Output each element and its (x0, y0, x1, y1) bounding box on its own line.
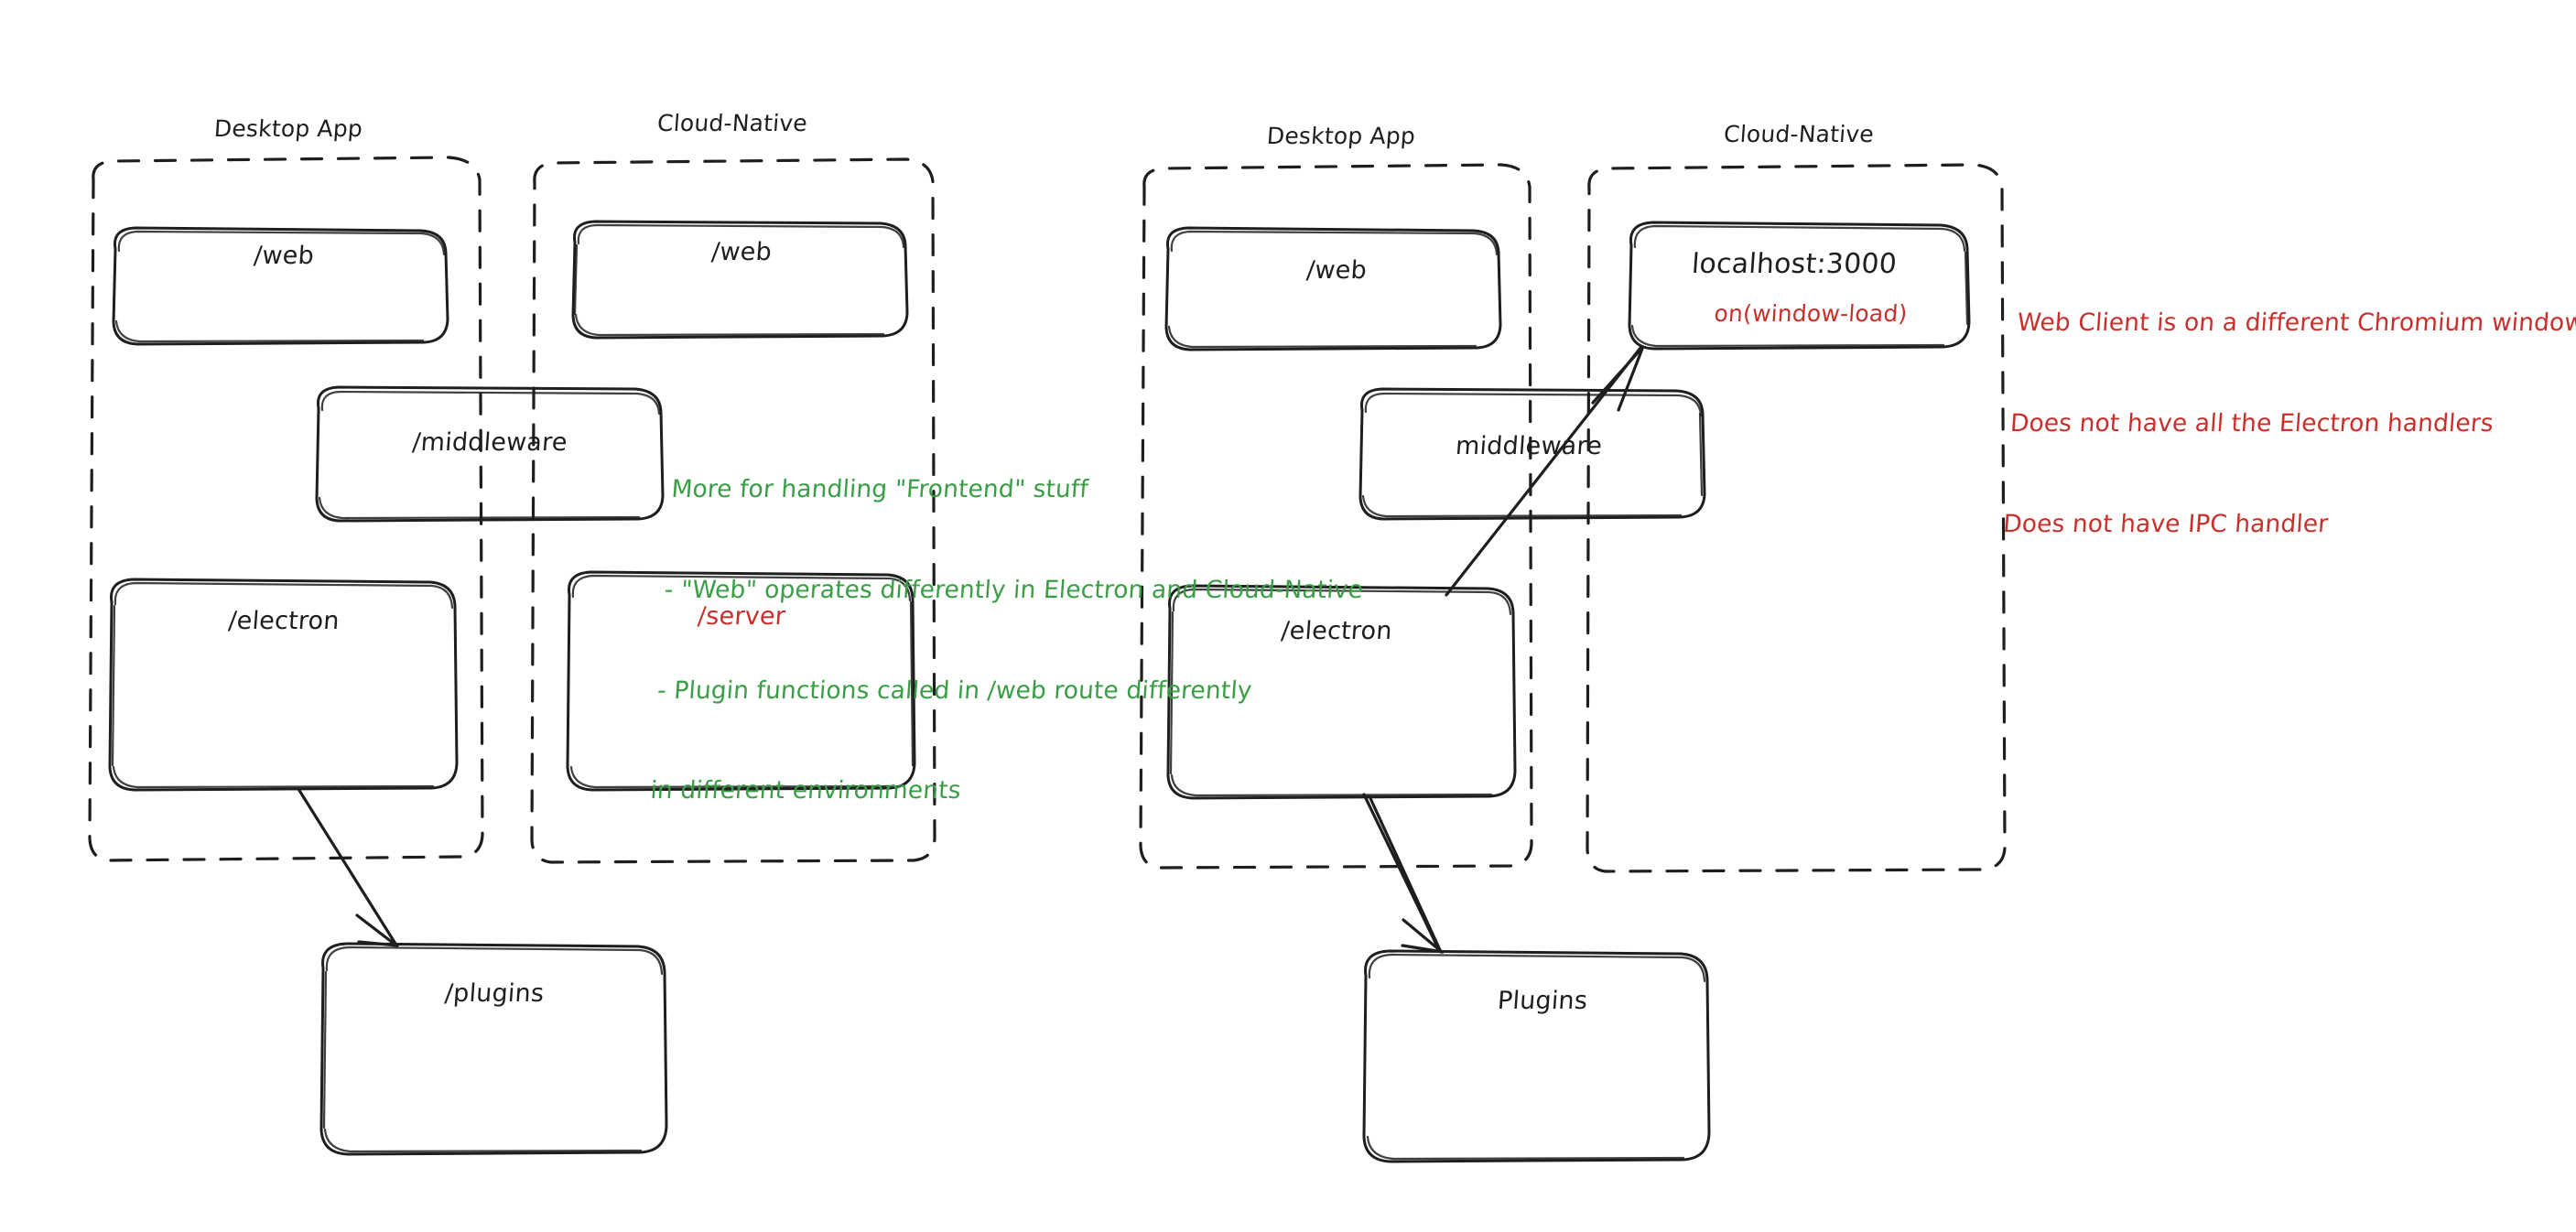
green-annotation-line-4: in different environments (649, 776, 962, 805)
arrow-right-electron-to-localhost (1445, 346, 1644, 597)
left-desktop-electron-box (108, 578, 459, 792)
right-desktop-app-container (1139, 163, 1533, 870)
right-cloud-native-title: Cloud-Native (1723, 121, 1875, 147)
left-middleware-box (315, 385, 665, 523)
red-annotation: Web Client is on a different Chromium wi… (1997, 240, 2576, 608)
left-plugins-label: /plugins (443, 979, 546, 1008)
left-desktop-web-box (112, 226, 449, 346)
arrow-left-electron-to-plugins (297, 787, 399, 947)
green-annotation-line-1: More for handling "Frontend" stuff (670, 475, 1089, 504)
green-annotation-line-2: - "Web" operates differently in Electron… (663, 575, 1365, 604)
left-cloud-native-title: Cloud-Native (656, 110, 808, 136)
left-cloud-web-box (571, 220, 909, 340)
red-annotation-line-3: Does not have IPC handler (2002, 509, 2330, 538)
left-cloud-native-container (530, 157, 936, 864)
right-plugins-label: Plugins (1496, 987, 1589, 1015)
left-cloud-server-box (566, 570, 916, 792)
right-desktop-web-box (1164, 226, 1502, 351)
red-annotation-line-1: Web Client is on a different Chromium wi… (2016, 308, 2576, 338)
left-desktop-app-container (88, 156, 484, 862)
right-plugins-box (1362, 949, 1711, 1163)
left-middleware-label: /middleware (411, 428, 568, 457)
left-cloud-web-label: /web (710, 238, 773, 266)
left-desktop-electron-label: /electron (227, 607, 341, 635)
right-localhost-sublabel: on(window-load) (1713, 300, 1909, 327)
right-localhost-box (1628, 221, 1971, 351)
arrow-right-electron-to-plugins (1362, 793, 1445, 954)
right-middleware-box (1358, 387, 1706, 521)
right-localhost-label: localhost:3000 (1690, 248, 1899, 280)
green-annotation-line-3: - Plugin functions called in /web route … (656, 675, 1253, 705)
left-plugins-box (319, 942, 668, 1156)
right-desktop-electron-box (1166, 584, 1517, 800)
right-cloud-native-container (1586, 163, 2007, 873)
right-desktop-web-label: /web (1305, 256, 1368, 285)
right-desktop-app-title: Desktop App (1265, 123, 1417, 149)
right-middleware-label: middleware (1454, 432, 1604, 460)
left-desktop-app-title: Desktop App (212, 115, 364, 142)
left-desktop-web-label: /web (253, 242, 315, 270)
green-annotation: More for handling "Frontend" stuff - "We… (644, 406, 1376, 875)
red-annotation-line-2: Does not have all the Electron handlers (2008, 408, 2495, 438)
